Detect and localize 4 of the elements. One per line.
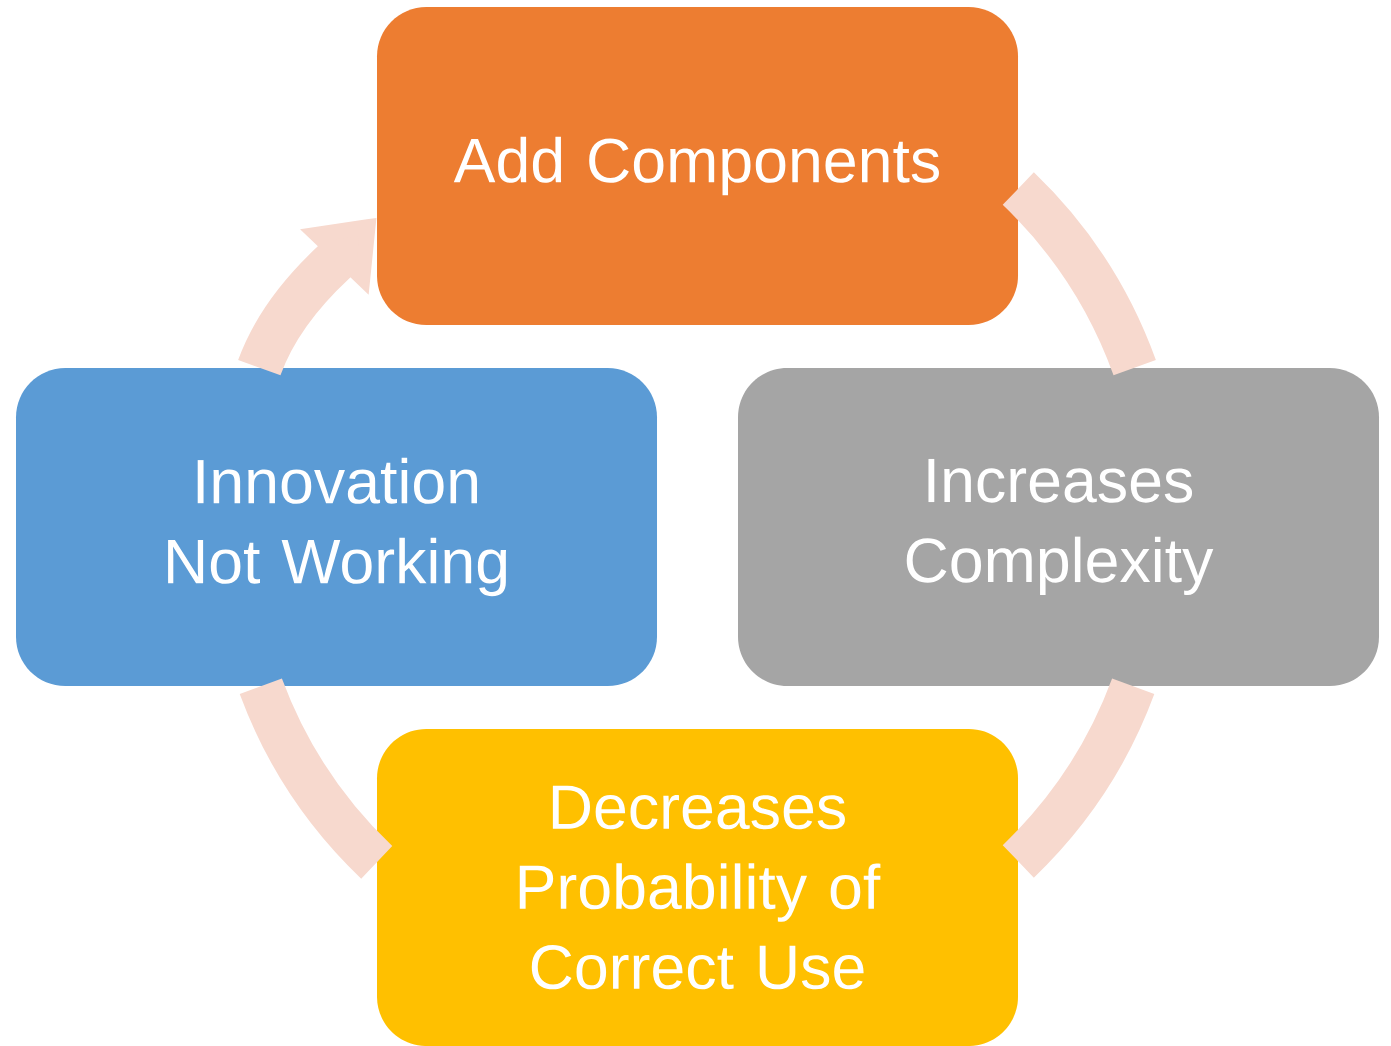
process-box: Decreases Probability of Correct Use <box>377 729 1018 1046</box>
process-box: Innovation Not Working <box>16 368 657 686</box>
process-box: Add Components <box>377 7 1018 325</box>
process-box: Increases Complexity <box>738 368 1379 686</box>
